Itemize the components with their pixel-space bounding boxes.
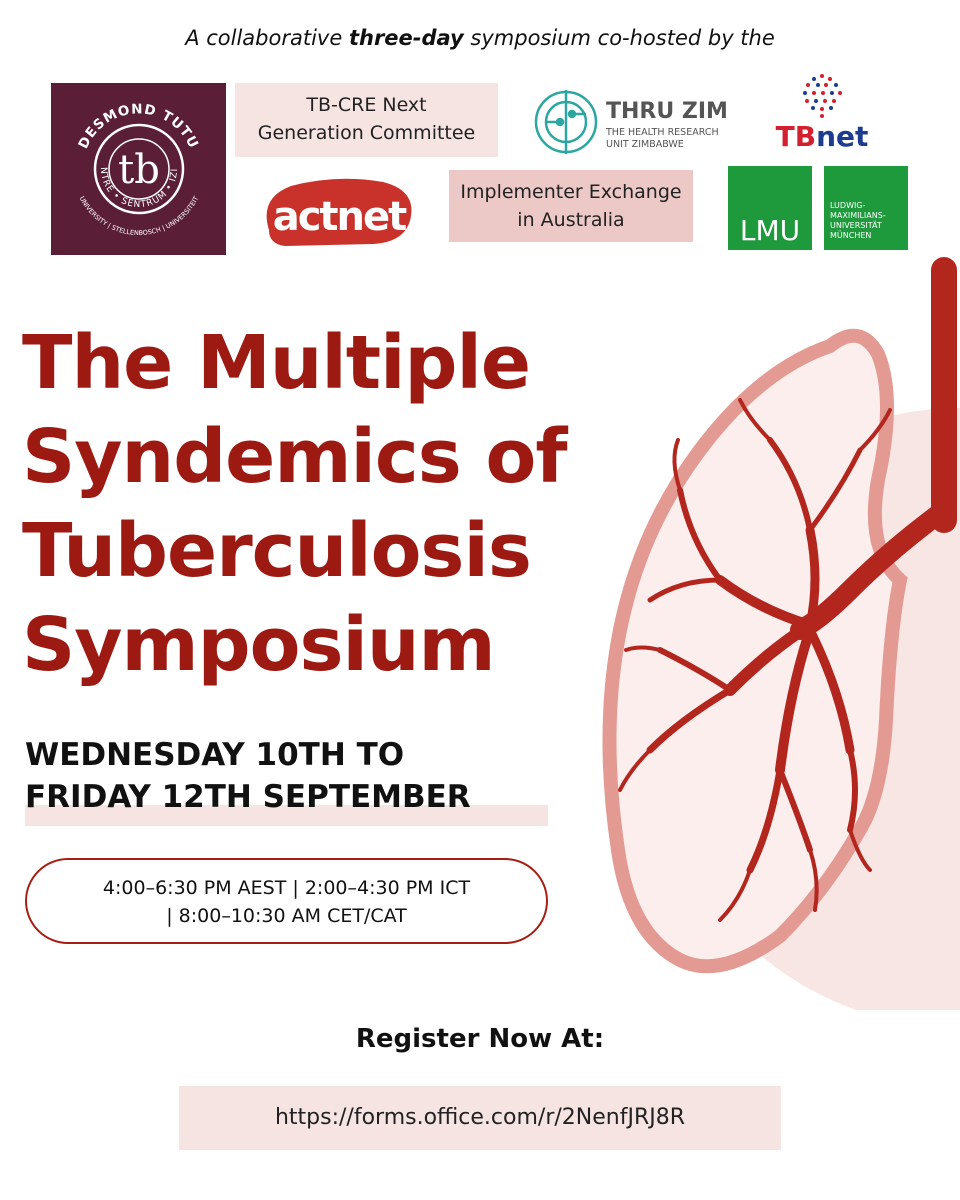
tagline-text-end: symposium co-hosted by the <box>463 26 775 50</box>
dt-top-arc: DESMOND TUTU <box>75 101 201 151</box>
tagline-text: A collaborative <box>185 26 349 50</box>
tbnet-dot-cluster-icon <box>803 74 842 118</box>
date-line-1: WEDNESDAY 10TH TO <box>25 737 405 773</box>
tbnet-logo: TBnet <box>776 74 869 153</box>
implementer-exchange-label: Implementer Exchange in Australia <box>449 170 693 242</box>
lmu-sub-4: MÜNCHEN <box>830 230 871 240</box>
dt-mid-arc: CENTRE • SENTRUM • IZIKO <box>51 83 180 210</box>
actnet-logo: actnet <box>266 178 412 246</box>
date-highlight-bar <box>25 805 548 826</box>
title-line-3: Tuberculosis <box>22 508 532 594</box>
implementer-line-1: Implementer Exchange <box>460 181 682 203</box>
tagline: A collaborative three-day symposium co-h… <box>0 26 960 50</box>
tbnet-wordmark-net: net <box>816 120 868 153</box>
title-line-4: Symposium <box>22 602 496 688</box>
time-line-1: 4:00–6:30 PM AEST | 2:00–4:30 PM ICT <box>102 877 471 899</box>
title-line-1: The Multiple <box>22 320 531 406</box>
tbcre-line-1: TB-CRE Next <box>306 94 427 116</box>
thru-zim-logo: THRU ZIM THE HEALTH RESEARCH UNIT ZIMBAB… <box>534 90 728 154</box>
tbcre-committee-label: TB-CRE Next Generation Committee <box>235 83 498 157</box>
event-title: The Multiple Syndemics of Tuberculosis S… <box>22 316 642 692</box>
desmond-tutu-centre-logo: DESMOND TUTU tb CENTRE • SENTRUM • IZIKO… <box>51 83 226 255</box>
time-line-2: | 8:00–10:30 AM CET/CAT <box>166 905 407 927</box>
thru-zim-sub-2: UNIT ZIMBABWE <box>606 139 684 150</box>
register-label: Register Now At: <box>355 1024 605 1054</box>
lmu-sub-2: MAXIMILIANS- <box>830 211 886 220</box>
lung-illustration <box>602 257 960 1010</box>
lmu-logo: LMU LUDWIG- MAXIMILIANS- UNIVERSITÄT MÜN… <box>728 166 908 250</box>
title-line-2: Syndemics of <box>22 414 568 500</box>
lmu-wordmark: LMU <box>740 214 800 247</box>
event-times: 4:00–6:30 PM AEST | 2:00–4:30 PM ICT | 8… <box>25 858 548 944</box>
implementer-line-2: in Australia <box>517 209 625 231</box>
thru-zim-name: THRU ZIM <box>606 99 728 124</box>
thru-zim-emblem-icon <box>534 90 598 154</box>
actnet-wordmark: actnet <box>273 194 407 240</box>
tbcre-line-2: Generation Committee <box>257 122 476 144</box>
registration-url[interactable]: https://forms.office.com/r/2NenfJRJ8R <box>179 1086 781 1150</box>
event-dates: WEDNESDAY 10TH TO FRIDAY 12TH SEPTEMBER <box>25 734 585 818</box>
lmu-sub-1: LUDWIG- <box>830 201 866 210</box>
bronchial-tree-icon <box>618 257 957 922</box>
lmu-sub-3: UNIVERSITÄT <box>830 220 882 230</box>
dt-monogram: tb <box>118 147 160 193</box>
tagline-emphasis: three-day <box>348 26 464 50</box>
date-line-2: FRIDAY 12TH SEPTEMBER <box>25 779 471 815</box>
tbnet-wordmark: TBnet <box>776 120 869 153</box>
thru-zim-sub-1: THE HEALTH RESEARCH <box>605 127 719 138</box>
